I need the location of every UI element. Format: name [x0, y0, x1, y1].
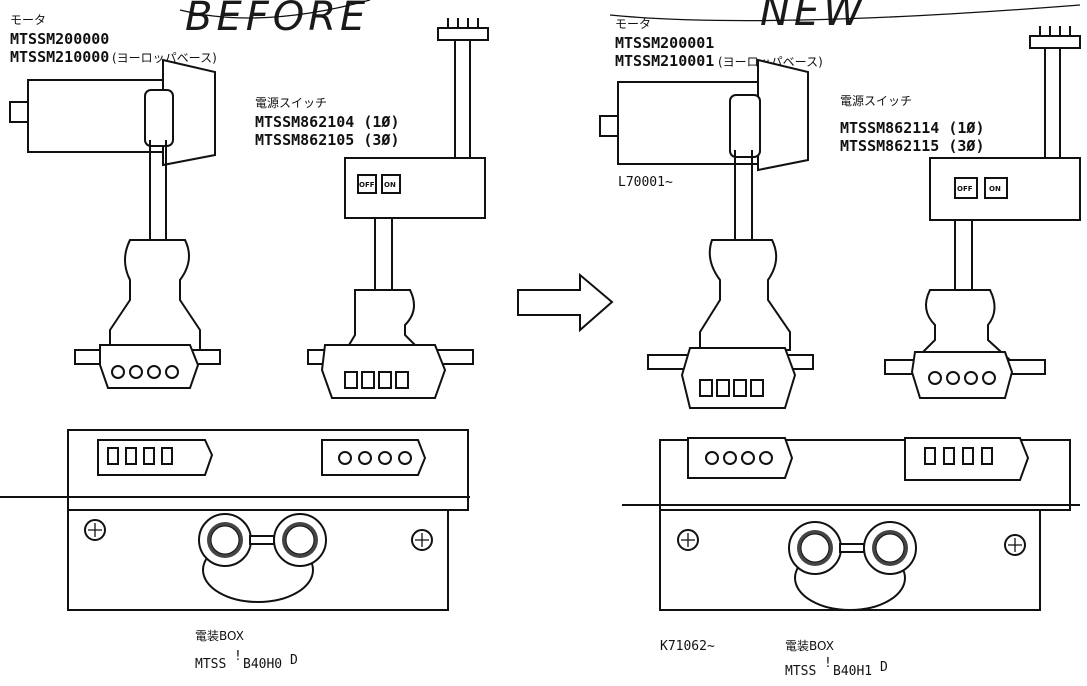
after-box-code-sub: D — [880, 660, 888, 675]
before-heading: BEFORE — [185, 0, 369, 40]
after-motor-label: モータ — [615, 17, 651, 31]
before-switch-label: 電源スイッチ — [255, 96, 327, 110]
before-box-code-sub: D — [290, 653, 298, 668]
after-box-code-mid: B40H1 — [833, 664, 872, 679]
before-motor-code1: MTSSM200000 — [10, 30, 109, 48]
after-switch-code1: MTSSM862114 (1Ø) — [840, 119, 985, 137]
before-motor — [9, 58, 221, 389]
after-motor-code1: MTSSM200001 — [615, 34, 714, 52]
after-box-serial: K71062~ — [660, 639, 715, 654]
before-box-code-sup: ! — [234, 649, 242, 664]
before-switch-code1: MTSSM862104 (1Ø) — [255, 113, 400, 131]
after-heading-underline — [609, 4, 1081, 22]
after-motor-code2: MTSSM210001 — [615, 52, 714, 70]
after-panel: NEW モータ MTSSM200001 MTSSM210001 (ヨーロッパベー… — [599, 0, 1081, 679]
before-motor-code2: MTSSM210000 — [10, 48, 109, 66]
before-off-button: OFF — [359, 181, 375, 189]
after-heading: NEW — [760, 0, 867, 35]
after-box-label: 電装BOX — [785, 639, 834, 653]
before-motor-code2-note: (ヨーロッパベース) — [112, 51, 217, 65]
before-box — [0, 429, 470, 611]
before-heading-underline — [179, 0, 371, 19]
after-off-button: OFF — [957, 185, 973, 193]
after-box-code: MTSS — [785, 664, 816, 679]
after-box — [622, 437, 1080, 611]
after-box-code-sup: ! — [824, 656, 832, 671]
after-switch: OFF ON — [884, 26, 1081, 399]
before-box-code: MTSS — [195, 657, 226, 672]
before-on-button: ON — [384, 181, 396, 189]
after-motor-serial: L70001~ — [618, 175, 673, 190]
transition-arrow — [517, 272, 614, 333]
before-motor-label: モータ — [10, 13, 46, 27]
before-box-code-mid: B40H0 — [243, 657, 282, 672]
after-motor — [599, 58, 814, 409]
before-switch: OFF ON — [307, 18, 489, 399]
after-switch-label: 電源スイッチ — [840, 94, 912, 108]
before-box-label: 電装BOX — [195, 629, 244, 643]
before-switch-code2: MTSSM862105 (3Ø) — [255, 131, 400, 149]
before-panel: BEFORE モータ MTSSM200000 MTSSM210000 (ヨーロッ… — [0, 0, 489, 672]
after-switch-code2: MTSSM862115 (3Ø) — [840, 137, 985, 155]
after-on-button: ON — [989, 185, 1001, 193]
